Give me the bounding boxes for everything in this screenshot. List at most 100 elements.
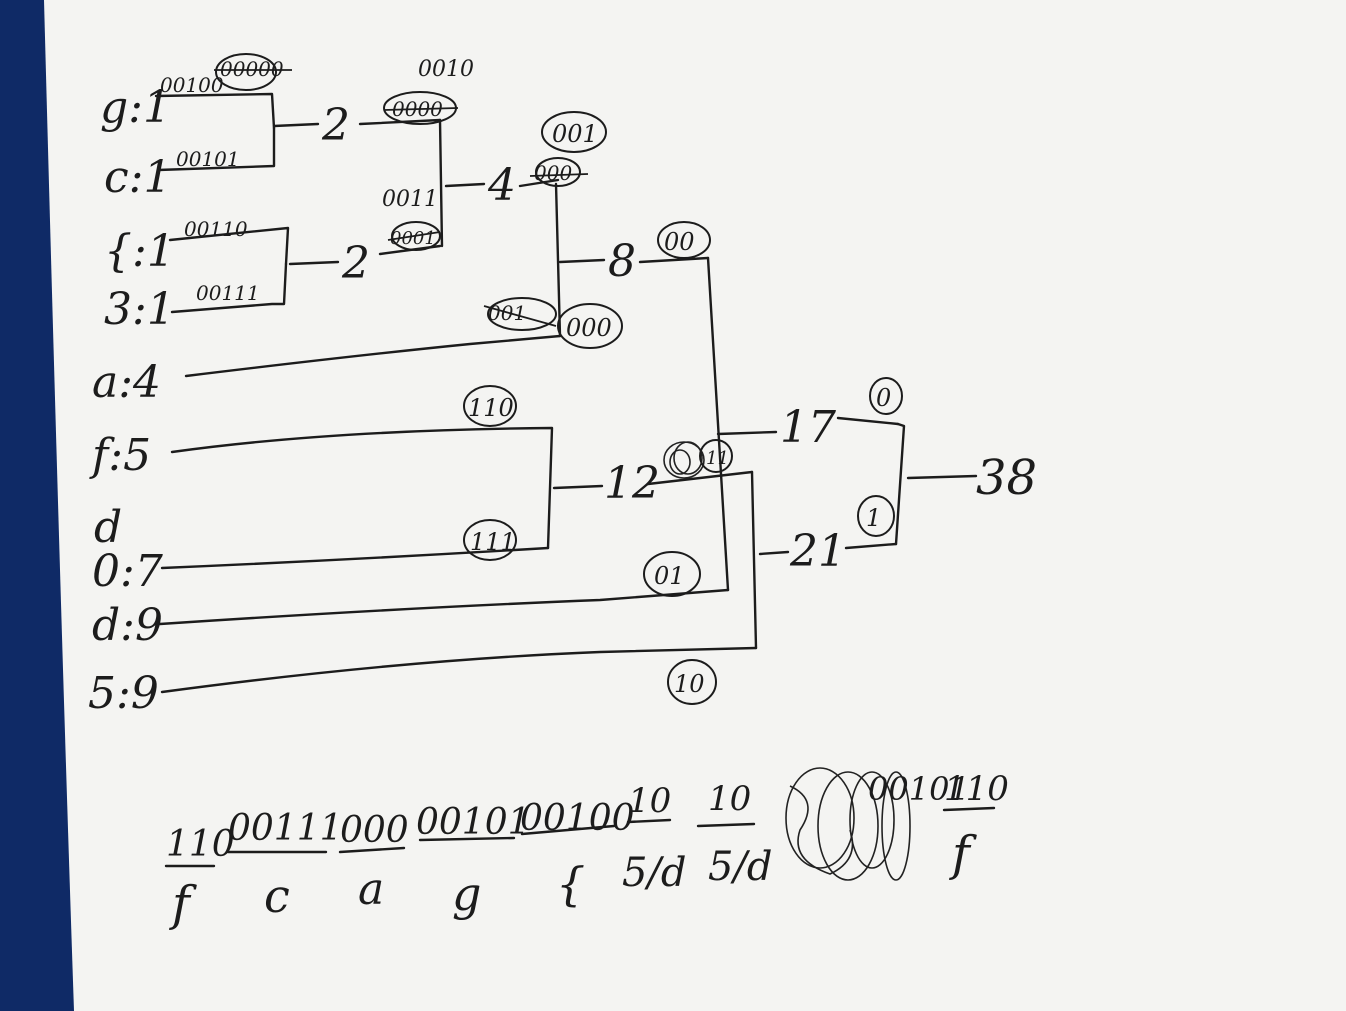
decode-bits-6: 10 bbox=[628, 781, 671, 821]
decode-symbol-4: g bbox=[452, 867, 481, 921]
root-weight: 38 bbox=[976, 450, 1037, 506]
circle-12-code bbox=[699, 439, 733, 473]
edge-five bbox=[160, 646, 758, 694]
leaf-label-d: d:9 bbox=[92, 600, 163, 651]
leaf-label-scrawl: d bbox=[94, 502, 122, 553]
circle-a-struck bbox=[487, 297, 557, 331]
leaf-label-f: f:5 bbox=[89, 430, 151, 481]
edge-code-o: 111 bbox=[470, 528, 516, 556]
decode-bar-4 bbox=[418, 836, 516, 842]
edge-b3-out bbox=[288, 260, 340, 266]
edge-17-out bbox=[836, 416, 900, 426]
decode-symbol-7: 5/d bbox=[708, 844, 773, 890]
edge-c bbox=[156, 126, 276, 172]
decode-bar-3 bbox=[338, 846, 406, 854]
edge-a bbox=[184, 334, 562, 378]
edge-8-out bbox=[638, 256, 710, 264]
leaf-label-a: a:4 bbox=[92, 357, 161, 408]
node-code-2b: 0011 bbox=[382, 187, 438, 212]
edge-38-in bbox=[906, 474, 978, 480]
decode-symbol-3: a bbox=[358, 864, 384, 915]
leaf-code-g-struck: 00000 bbox=[220, 57, 284, 81]
edge-o bbox=[160, 546, 550, 570]
circle-17-code bbox=[869, 377, 903, 415]
edge-root-join bbox=[894, 422, 906, 546]
node-weight-2a: 2 bbox=[321, 100, 350, 151]
strike-a bbox=[483, 305, 557, 327]
leaf-label-five: 5:9 bbox=[88, 668, 159, 719]
edge-12-in bbox=[552, 484, 604, 490]
edge-code-f: 110 bbox=[468, 394, 514, 422]
node-weight-4: 4 bbox=[487, 160, 516, 211]
strike-2a bbox=[383, 107, 459, 111]
edge-three bbox=[170, 262, 288, 314]
leaf-label-brace: {:1 bbox=[104, 226, 175, 277]
leaf-label-c: c:1 bbox=[104, 152, 171, 203]
edge-2-2-join bbox=[438, 118, 444, 248]
decode-symbol-2: c bbox=[264, 869, 290, 923]
edge-g bbox=[154, 92, 276, 130]
edge-gc-out bbox=[272, 122, 320, 128]
node-code-2b-struck: 0001 bbox=[390, 228, 436, 249]
node-weight-17: 17 bbox=[780, 402, 836, 453]
circle-g-struck bbox=[215, 53, 277, 91]
circle-8-code bbox=[657, 221, 711, 259]
circle-o-code bbox=[463, 519, 517, 561]
edge-4-in bbox=[444, 182, 486, 188]
edge-12-out bbox=[646, 470, 754, 486]
edge-brace bbox=[168, 226, 290, 266]
edge-f bbox=[170, 426, 554, 550]
edge-code-a: 000 bbox=[566, 314, 612, 342]
paper-sheet bbox=[44, 0, 1346, 1011]
node-code-4: 001 bbox=[552, 120, 598, 148]
decode-bits-3: 000 bbox=[340, 810, 409, 851]
edge-4-out bbox=[518, 178, 560, 188]
node-weight-21: 21 bbox=[789, 526, 846, 577]
leaf-label-three: 3:1 bbox=[104, 284, 175, 335]
leaf-code-three: 00111 bbox=[196, 281, 260, 305]
decode-bar-10 bbox=[942, 806, 996, 812]
decode-bits-10: 110 bbox=[944, 769, 1009, 809]
edge-code-five: 10 bbox=[674, 670, 705, 698]
edge-21-out bbox=[844, 542, 898, 550]
circle-4-code bbox=[541, 111, 607, 153]
circle-2b bbox=[391, 221, 441, 251]
strike-4 bbox=[529, 173, 589, 177]
edge-8-down bbox=[706, 256, 730, 592]
decode-bar-7 bbox=[696, 822, 756, 828]
decode-bits-7: 10 bbox=[708, 779, 751, 819]
edge-4-down bbox=[554, 182, 562, 338]
decode-scribble bbox=[785, 767, 911, 881]
node-code-21: 1 bbox=[866, 504, 881, 532]
decode-symbol-6: 5/d bbox=[622, 850, 687, 896]
node-code-2a: 0010 bbox=[418, 57, 474, 82]
circle-d-code bbox=[643, 551, 701, 597]
leaf-label-g: g:1 bbox=[100, 82, 171, 133]
circle-five-code bbox=[667, 659, 717, 705]
node-code-8: 00 bbox=[664, 228, 695, 256]
node-weight-2b: 2 bbox=[341, 238, 370, 289]
leaf-label-o: 0:7 bbox=[92, 546, 163, 597]
decode-bits-1: 110 bbox=[166, 824, 235, 865]
decode-bits-4: 00101 bbox=[416, 802, 531, 843]
node-code-12: 11 bbox=[706, 448, 729, 469]
edge-8-in bbox=[558, 258, 606, 264]
circle-a-code bbox=[557, 303, 623, 349]
edge-code-d: 01 bbox=[654, 562, 685, 590]
decode-symbol-5: { bbox=[556, 857, 585, 911]
scribble-12-codes bbox=[663, 441, 705, 479]
edge-d bbox=[158, 588, 730, 626]
strike-2b bbox=[387, 231, 441, 241]
edge-21-in bbox=[758, 550, 790, 556]
decode-bits-2: 00111 bbox=[228, 808, 343, 849]
node-weight-8: 8 bbox=[608, 236, 636, 287]
node-code-17: 0 bbox=[876, 384, 891, 412]
decode-bar-6 bbox=[626, 818, 672, 824]
decode-bar-5 bbox=[520, 824, 616, 836]
edge-12-down bbox=[750, 470, 758, 650]
circle-21-code bbox=[857, 495, 895, 537]
leaf-code-g: 00100 bbox=[160, 73, 224, 97]
edge-17-in bbox=[716, 430, 778, 436]
circle-f-code bbox=[463, 385, 517, 427]
